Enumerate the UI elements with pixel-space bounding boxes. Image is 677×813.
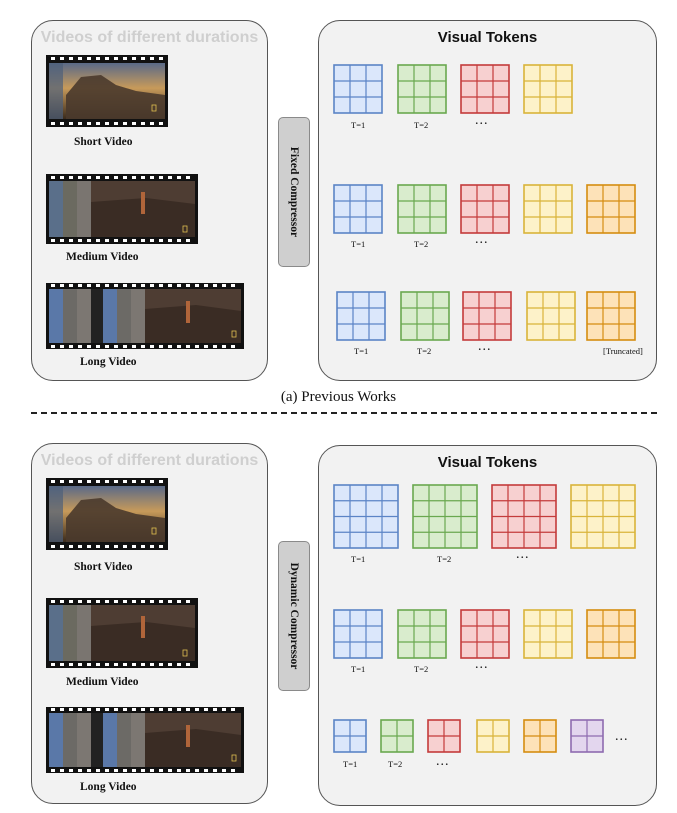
- ellipsis: ...: [478, 339, 492, 354]
- yellow-token-grid: [526, 291, 576, 341]
- yellow-token-grid: [523, 64, 573, 114]
- ellipsis: ...: [615, 729, 629, 744]
- green-token-grid: [400, 291, 450, 341]
- fixed-compressor-box: Fixed Compressor: [278, 117, 310, 267]
- green-token-grid: [397, 64, 447, 114]
- red-token-grid: [460, 609, 510, 659]
- medium-video-label: Medium Video: [66, 676, 139, 688]
- blue-token-grid: [333, 609, 383, 659]
- label-t1: T=1: [354, 346, 368, 356]
- label-t1: T=1: [351, 120, 365, 130]
- visual-tokens-title: Visual Tokens: [437, 29, 538, 46]
- ellipsis: ...: [475, 232, 489, 247]
- red-token-grid: [460, 184, 510, 234]
- label-t1: T=1: [351, 664, 365, 674]
- green-token-grid: [397, 184, 447, 234]
- label-t2: T=2: [414, 664, 428, 674]
- yellow-token-grid: [523, 609, 573, 659]
- medium-video-filmstrip: [46, 598, 198, 668]
- ellipsis: ...: [475, 657, 489, 672]
- long-video-label: Long Video: [80, 356, 137, 368]
- short-video-filmstrip: [46, 478, 168, 550]
- videos-panel-title: Videos of different durations: [40, 29, 259, 46]
- long-video-filmstrip: [46, 707, 244, 773]
- yellow-token-grid: [570, 484, 636, 549]
- blue-token-grid: [333, 64, 383, 114]
- ellipsis: ...: [475, 113, 489, 128]
- green-token-grid: [412, 484, 478, 549]
- orange-token-grid: [586, 184, 636, 234]
- medium-video-filmstrip: [46, 174, 198, 244]
- label-t2: T=2: [417, 346, 431, 356]
- yellow-token-grid: [476, 719, 510, 753]
- orange-token-grid: [586, 609, 636, 659]
- label-t1: T=1: [343, 759, 357, 769]
- ellipsis: ...: [436, 754, 450, 769]
- ellipsis: ...: [516, 547, 530, 562]
- label-t2: T=2: [414, 239, 428, 249]
- videos-panel-title: Videos of different durations: [40, 452, 259, 469]
- truncated-label: [Truncated]: [603, 346, 643, 356]
- label-t1: T=1: [351, 239, 365, 249]
- label-t2: T=2: [388, 759, 402, 769]
- red-token-grid: [462, 291, 512, 341]
- dynamic-compressor-box: Dynamic Compressor: [278, 541, 310, 691]
- red-token-grid: [460, 64, 510, 114]
- blue-token-grid: [333, 184, 383, 234]
- visual-tokens-title: Visual Tokens: [437, 454, 538, 471]
- green-token-grid: [380, 719, 414, 753]
- purple-token-grid: [570, 719, 604, 753]
- blue-token-grid: [333, 719, 367, 753]
- red-token-grid: [491, 484, 557, 549]
- orange-token-grid: [523, 719, 557, 753]
- long-video-filmstrip: [46, 283, 244, 349]
- label-t2: T=2: [414, 120, 428, 130]
- section-divider: [31, 412, 657, 414]
- caption-previous-works: (a) Previous Works: [280, 389, 397, 405]
- yellow-token-grid: [523, 184, 573, 234]
- long-video-label: Long Video: [80, 781, 137, 793]
- blue-token-grid: [336, 291, 386, 341]
- green-token-grid: [397, 609, 447, 659]
- red-token-grid: [427, 719, 461, 753]
- short-video-label: Short Video: [74, 136, 133, 148]
- label-t1: T=1: [351, 554, 365, 564]
- label-t2: T=2: [437, 554, 451, 564]
- short-video-filmstrip: [46, 55, 168, 127]
- orange-token-grid: [586, 291, 636, 341]
- short-video-label: Short Video: [74, 561, 133, 573]
- medium-video-label: Medium Video: [66, 251, 139, 263]
- blue-token-grid: [333, 484, 399, 549]
